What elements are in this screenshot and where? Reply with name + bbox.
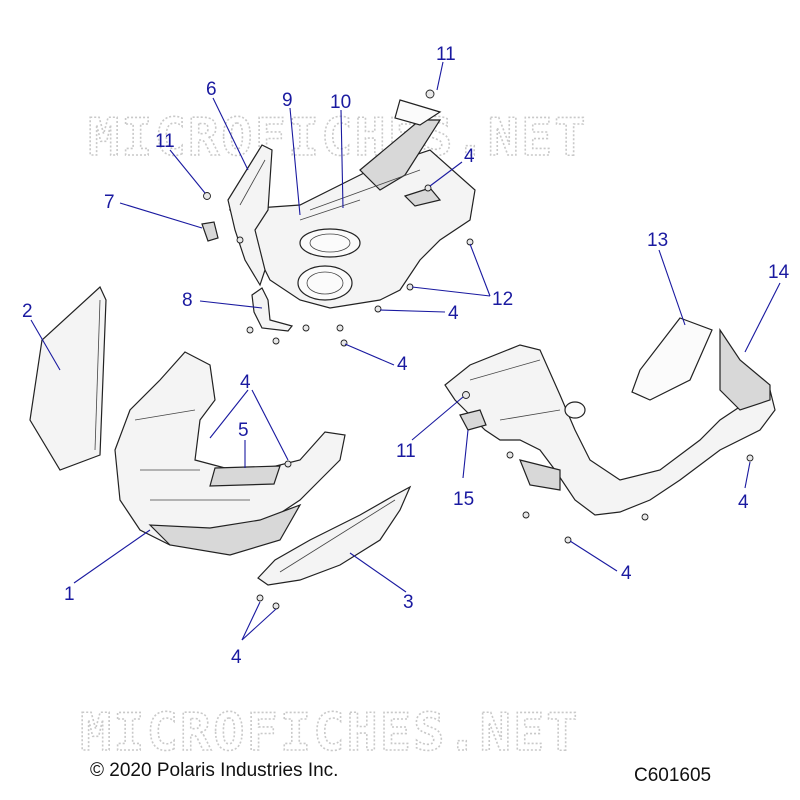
callout-11: 11 — [155, 131, 175, 152]
callout-8: 8 — [182, 290, 193, 311]
part-9-belly-pan — [228, 99, 476, 309]
callout-4: 4 — [397, 354, 408, 375]
callout-1: 1 — [64, 584, 75, 605]
callout-5: 5 — [238, 420, 249, 441]
callout-11: 11 — [436, 44, 456, 65]
callout-13: 13 — [647, 230, 668, 251]
fasteners-upper — [203, 89, 474, 347]
callout-9: 9 — [282, 90, 293, 111]
part-8-bracket — [251, 287, 294, 332]
part-6-bracket — [227, 144, 273, 287]
callout-4: 4 — [448, 303, 459, 324]
watermark-top: MICROFICHES.NET — [88, 108, 588, 168]
callout-4: 4 — [621, 563, 632, 584]
part-1-lower-pan — [114, 351, 346, 556]
part-5-decal — [209, 465, 281, 487]
callout-labels: 11 6 9 10 4 11 7 13 14 2 8 12 4 4 4 5 11… — [22, 44, 790, 668]
drawing-id: C601605 — [634, 765, 712, 786]
fasteners-right — [462, 391, 754, 544]
fasteners-lower-left — [256, 460, 292, 610]
part-15-pad — [459, 409, 487, 431]
callout-4: 4 — [240, 372, 251, 393]
callout-3: 3 — [403, 592, 414, 613]
callout-4: 4 — [464, 146, 475, 167]
watermark-bottom: MICROFICHES.NET — [80, 703, 580, 763]
part-7-grommet — [201, 221, 219, 242]
callout-7: 7 — [104, 192, 115, 213]
callout-2: 2 — [22, 301, 33, 322]
callout-10: 10 — [330, 92, 351, 113]
callout-12: 12 — [492, 289, 513, 310]
copyright-notice: © 2020 Polaris Industries Inc. — [90, 760, 339, 781]
part-13-panel — [631, 317, 713, 401]
callout-4: 4 — [231, 647, 242, 668]
part-14-front-frame — [444, 328, 776, 516]
callout-4: 4 — [738, 492, 749, 513]
callout-6: 6 — [206, 79, 217, 100]
callout-11: 11 — [396, 441, 416, 462]
callout-14: 14 — [768, 262, 790, 283]
leader-lines — [30, 61, 781, 641]
part-2-side-panel — [29, 286, 107, 471]
callout-15: 15 — [453, 489, 474, 510]
part-3-side-panel-right — [257, 485, 412, 586]
